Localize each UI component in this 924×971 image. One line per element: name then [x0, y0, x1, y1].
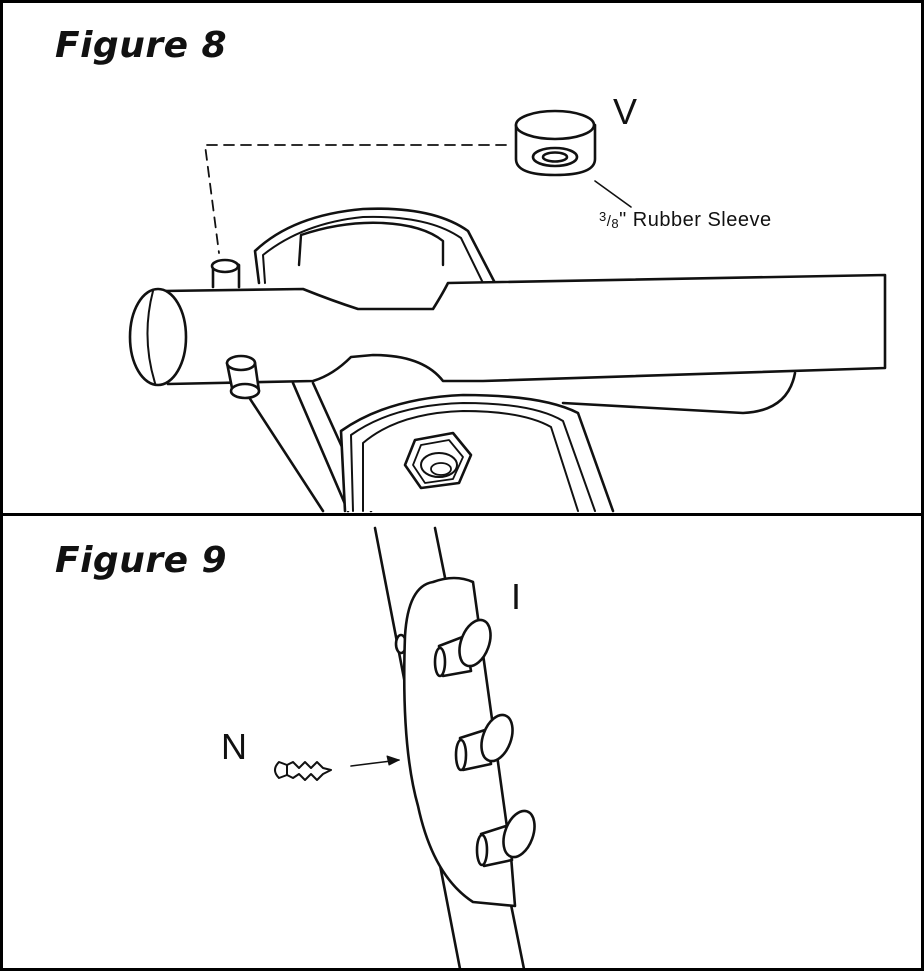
rubber-sleeve [516, 111, 595, 175]
figure-9-panel: Figure 9 [0, 513, 924, 971]
tube-end-cap [130, 289, 186, 385]
screw-part-letter: N [221, 726, 247, 768]
main-tube [163, 275, 885, 384]
support-rail [243, 388, 323, 511]
fraction-numerator: 3 [599, 209, 607, 224]
sleeve-leader-line [595, 181, 631, 207]
knob-part-letter: I [511, 576, 521, 618]
sleeve-label-text: " Rubber Sleeve [619, 209, 771, 231]
fraction-denominator: 8 [611, 216, 619, 231]
screw [275, 762, 331, 780]
sleeve-part-letter: V [613, 91, 637, 133]
figure-8-drawing [3, 3, 924, 516]
figure-9-drawing [3, 516, 924, 971]
figure-8-panel: Figure 8 [0, 0, 924, 516]
tube-fin [563, 373, 795, 413]
sleeve-size-label: 3/8" Rubber Sleeve [599, 209, 772, 232]
